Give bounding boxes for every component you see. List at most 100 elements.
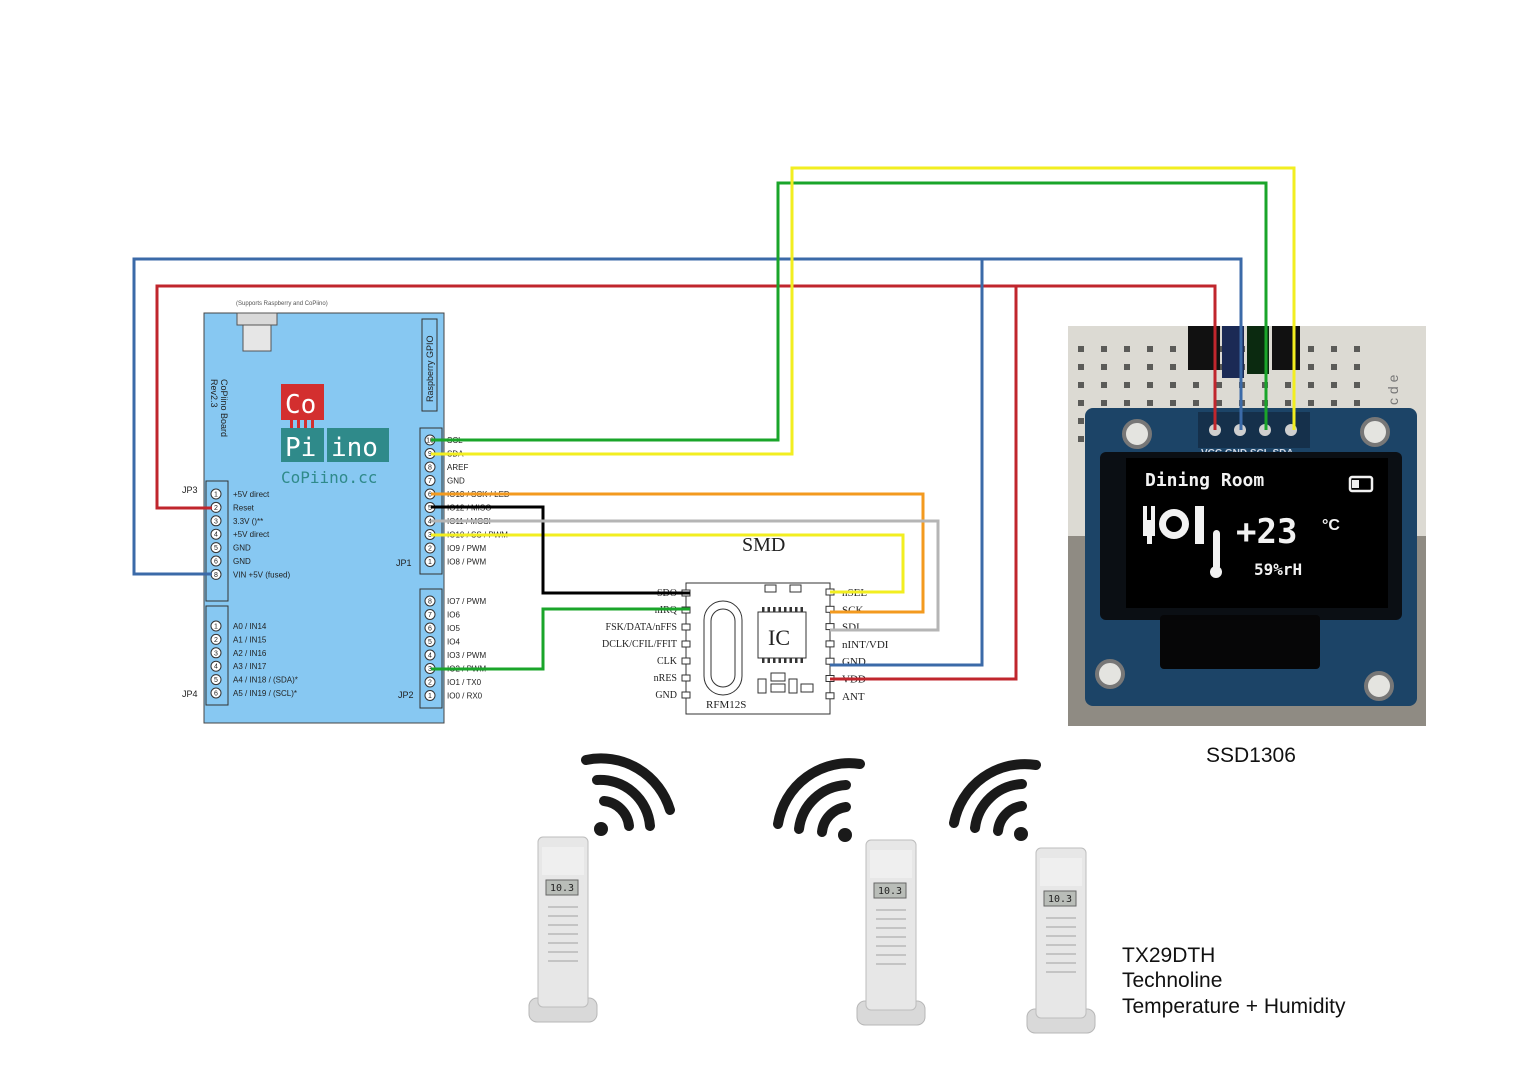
breadboard-hole	[1078, 346, 1084, 352]
tx29dth-sensor: 10.3	[1026, 847, 1096, 1034]
pin-label: IO8 / PWM	[447, 558, 486, 567]
rfm-right-pin-label: ANT	[842, 691, 865, 703]
breadboard-hole	[1101, 400, 1107, 406]
mount-hole	[1364, 671, 1394, 701]
breadboard-hole	[1101, 382, 1107, 388]
board-name: CoPiino Board	[219, 379, 229, 437]
header-pin	[424, 649, 436, 661]
header-pin	[424, 461, 436, 473]
ic-lead	[800, 658, 803, 663]
wire-green-nirq	[431, 607, 690, 671]
sensor-vent	[870, 850, 912, 878]
header-pin	[210, 687, 222, 699]
breadboard-hole	[1147, 400, 1153, 406]
oled-temperature: +23	[1236, 512, 1297, 552]
pin-number: 10	[426, 438, 434, 445]
pin-number: 4	[214, 664, 218, 671]
breadboard-hole	[1170, 382, 1176, 388]
breadboard-hole	[1308, 364, 1314, 370]
breadboard-hole	[1285, 382, 1291, 388]
board-rev: Rev2.3	[209, 379, 219, 408]
pin-number: 5	[428, 639, 432, 646]
pin-label: 3.3V ()**	[233, 517, 263, 526]
breadboard-hole	[1170, 400, 1176, 406]
sensor-lcd	[545, 879, 579, 896]
pin-number: 6	[214, 691, 218, 698]
logo-url: CoPiino.cc	[281, 468, 377, 487]
header-pin	[424, 690, 436, 701]
oled-photo: c d e VCC GND SCL SDA Dining Room	[1068, 326, 1426, 726]
oled-screen-title: Dining Room	[1145, 470, 1264, 491]
pin-label: AREF	[447, 463, 468, 472]
sensor-caption-model: TX29DTH	[1122, 944, 1216, 967]
raspberry-gpio-header	[421, 318, 438, 412]
smd-part	[757, 678, 767, 694]
ic-chip	[757, 611, 807, 659]
pin-number: 3	[428, 532, 432, 539]
pin-number: 3	[214, 518, 218, 525]
rfm-left-pin-label: FSK/DATA/nFFS	[606, 622, 677, 633]
breadboard-hole	[1078, 364, 1084, 370]
tx29dth-sensor: 10.3	[528, 836, 598, 1023]
ic-lead	[795, 658, 798, 663]
rfm-left-pin-label: GND	[655, 690, 677, 701]
wire-gray-sdi	[431, 519, 940, 632]
sensors: 10.3 10.3 10.3	[528, 836, 1096, 1034]
breadboard-hole	[1124, 400, 1130, 406]
breadboard-hole	[1101, 346, 1107, 352]
pin-number: 2	[214, 505, 218, 512]
logo-pin-4	[311, 420, 314, 428]
pin-number: 2	[428, 680, 432, 687]
jp1-label: JP1	[396, 558, 412, 568]
pin-number: 2	[214, 637, 218, 644]
breadboard-hole	[1354, 400, 1360, 406]
sensor-lcd-value: 10.3	[550, 883, 574, 894]
wire-blue-gnd	[132, 257, 1243, 576]
pin-number: 8	[428, 465, 432, 472]
ic-lead	[789, 607, 792, 612]
pin-label: A3 / IN17	[233, 662, 267, 671]
mount-hole	[1122, 419, 1152, 449]
breadboard-hole	[1124, 346, 1130, 352]
pin-number: 1	[428, 559, 432, 566]
rfm-pad	[681, 674, 691, 682]
dining-plate-icon	[1143, 506, 1204, 544]
sensor-caption-brand: Technoline	[1122, 969, 1223, 992]
jp3-label: JP3	[182, 485, 198, 495]
wire-yellow-nsel	[431, 533, 905, 594]
pin-number: 5	[214, 545, 218, 552]
breadboard-hole	[1147, 346, 1153, 352]
pin-number: 9	[428, 451, 432, 458]
header-pin	[210, 515, 222, 527]
pin-label: IO9 / PWM	[447, 544, 486, 553]
copiino-logo: Co Pi ino CoPiino.cc	[281, 384, 389, 487]
header-pin	[210, 555, 222, 567]
sensor-lcd-value: 10.3	[1048, 894, 1072, 905]
pin-number: 1	[214, 492, 218, 499]
rfm12s-module: SMD IC RFM12S SDOnIRQFSK/DATA/nFFSDCLK/C…	[602, 534, 889, 715]
ic-lead	[767, 607, 770, 612]
pin-label: Reset	[233, 503, 255, 512]
rfm-pad	[681, 623, 691, 631]
ic-lead	[773, 658, 776, 663]
header-pin	[210, 488, 222, 500]
photo-wire-blue	[1222, 326, 1244, 378]
wifi-icon	[949, 759, 1041, 841]
ic-lead	[778, 607, 781, 612]
pin-label: IO0 / RX0	[447, 692, 483, 701]
oled-temperature-unit: °C	[1322, 517, 1340, 534]
smd-part	[764, 584, 777, 593]
board-top-note: (Supports Raspberry and CoPiino)	[236, 301, 328, 307]
rfm-pad	[825, 640, 835, 648]
sensor-vent	[542, 847, 584, 875]
tx29dth-sensor: 10.3	[856, 839, 926, 1026]
smd-part	[789, 584, 802, 593]
ic-lead	[762, 607, 765, 612]
wire-red-vdd	[830, 286, 1018, 681]
wire-blue-rfm-gnd	[830, 259, 984, 667]
pin-label: GND	[447, 477, 465, 486]
pin-label: IO7 / PWM	[447, 597, 486, 606]
sensor-lcd	[873, 882, 907, 899]
header-pin	[210, 542, 222, 554]
